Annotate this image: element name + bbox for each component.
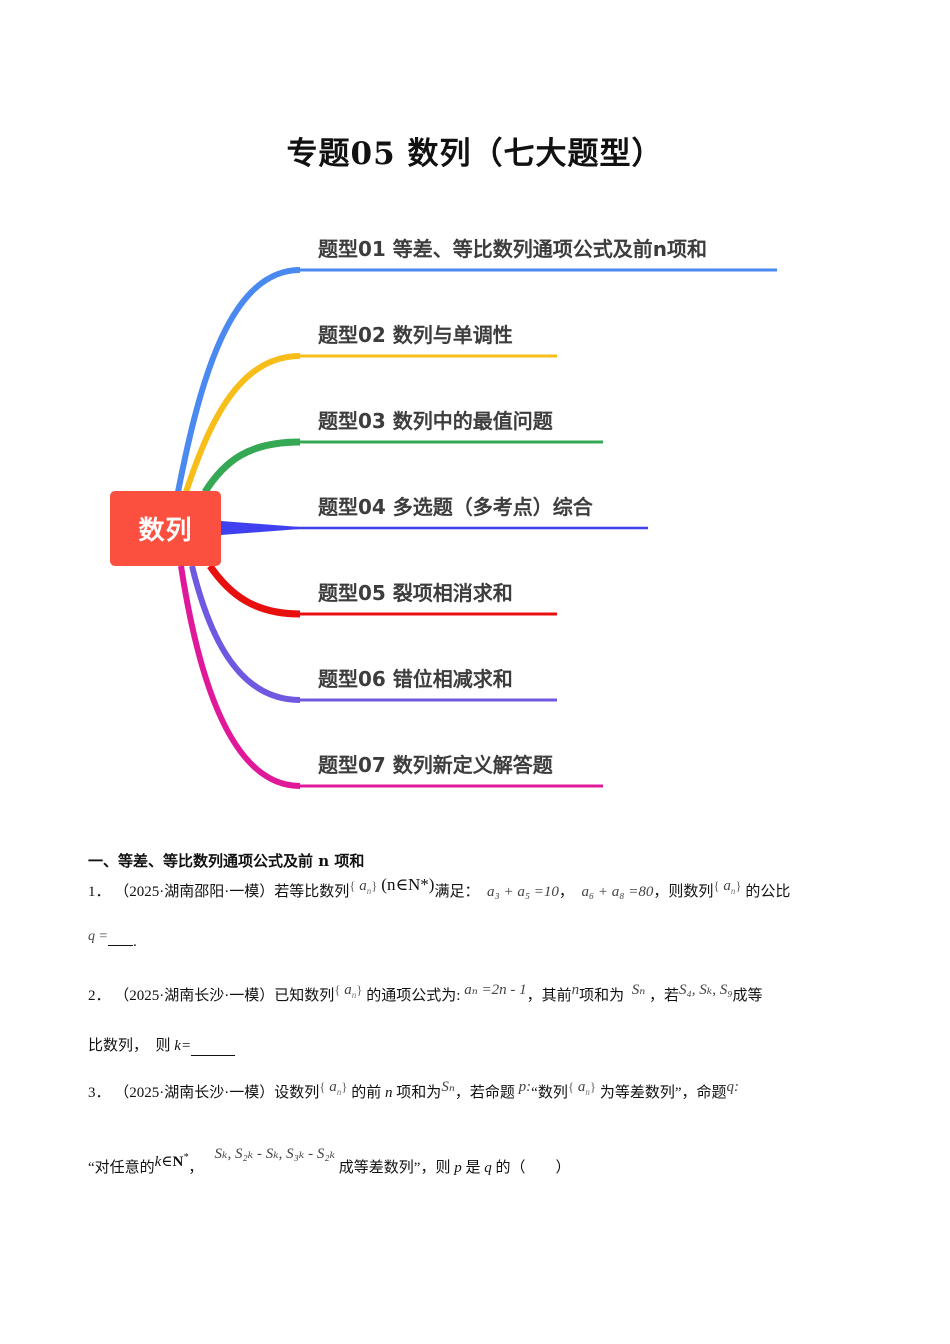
branch-label-07[interactable]: 题型07 数列新定义解答题: [318, 753, 553, 777]
question-source: （2025·湖南长沙·一模）: [114, 1085, 275, 1101]
equation-2: a₆ + a₈ =80: [581, 884, 654, 900]
question-text: 则: [155, 1038, 171, 1054]
question-number: 2．: [88, 988, 111, 1004]
general-term-formula: aₙ =2n - 1: [464, 982, 527, 998]
question-text: ，其前: [526, 988, 572, 1004]
question-text: “数列: [531, 1085, 568, 1101]
k-in-N: k∈N*: [154, 1152, 189, 1170]
branch-label-04[interactable]: 题型04 多选题（多考点）综合: [318, 495, 593, 519]
proposition-q-label: q:: [726, 1079, 740, 1095]
branch-label-01[interactable]: 题型01 等差、等比数列通项公式及前n项和: [318, 237, 708, 261]
question-text: 设数列: [274, 1085, 320, 1101]
branch-line-04: [221, 521, 300, 535]
question-2: 2． （2025·湖南长沙·一模）已知数列{ an} 的通项公式为: aₙ =2…: [88, 982, 763, 1006]
question-3: 3． （2025·湖南长沙·一模）设数列{ an} 的前 n 项和为Sₙ，若命题…: [88, 1079, 740, 1103]
question-text: 成等差数列”，则: [338, 1160, 451, 1176]
math-q: q: [484, 1160, 492, 1176]
question-text: ，若命题: [454, 1085, 515, 1101]
math-Sn: Sₙ: [441, 1079, 455, 1095]
math-Sn: Sₙ: [631, 982, 646, 998]
math-p: p: [454, 1160, 462, 1176]
question-text: 的公比: [745, 884, 791, 900]
branch-line-03: [203, 440, 603, 493]
question-text: ，若: [649, 988, 680, 1004]
question-text: 的通项公式为:: [366, 988, 461, 1004]
question-text: ，: [188, 1160, 204, 1176]
question-text: 项和为: [579, 988, 625, 1004]
math-n: n: [571, 982, 580, 998]
sequence-symbol: { an}: [349, 878, 378, 896]
math-n: n: [385, 1085, 393, 1101]
proposition-p-label: p:: [518, 1079, 532, 1095]
answer-blank[interactable]: [191, 1038, 236, 1056]
question-2-cont: 比数列， 则 k=: [88, 1034, 236, 1056]
question-1: 1． （2025·湖南邵阳·一模）若等比数列{ an} (n∈N*)满足： a₃…: [88, 875, 791, 902]
mind-map: 数列 题型01 等差、等比数列通项公式及前n项和 题型02 数列与单调性 题型0…: [110, 237, 777, 789]
center-node[interactable]: 数列: [110, 491, 221, 566]
condition-n-in-N: (n∈N*): [381, 875, 435, 894]
math-sums: S₄, Sₖ, S₉: [679, 982, 733, 998]
question-text: 满足：: [434, 884, 480, 900]
question-text: ，: [558, 884, 574, 900]
question-text: 的（ ）: [495, 1160, 571, 1176]
math-sums: Sₖ, S₂ₖ - Sₖ, S₃ₖ - S₂ₖ: [214, 1146, 336, 1162]
section-heading: 一、等差、等比数列通项公式及前 n 项和: [88, 852, 365, 870]
sequence-symbol: { an}: [567, 1079, 597, 1097]
question-text: 项和为: [396, 1085, 442, 1101]
math-k: k=: [174, 1038, 192, 1054]
question-source: （2025·湖南邵阳·一模）: [114, 884, 275, 900]
sequence-symbol: { an}: [334, 982, 363, 1000]
question-text: ，则数列: [653, 884, 714, 900]
sequence-symbol: { an}: [713, 878, 742, 896]
question-3-cont: “对任意的k∈N*， Sₖ, S₂ₖ - Sₖ, S₃ₖ - S₂ₖ 成等差数列…: [88, 1146, 571, 1177]
center-node-label: 数列: [138, 516, 193, 546]
branch-label-02[interactable]: 题型02 数列与单调性: [318, 323, 513, 347]
mind-map-branches: [175, 267, 777, 789]
branch-label-05[interactable]: 题型05 裂项相消求和: [318, 581, 513, 605]
question-text: 若等比数列: [274, 884, 350, 900]
question-number: 3．: [88, 1085, 111, 1101]
answer-blank[interactable]: [107, 945, 133, 946]
branch-label-03[interactable]: 题型03 数列中的最值问题: [318, 409, 553, 433]
question-text: 为等差数列”，命题: [599, 1085, 727, 1101]
question-text: 是: [465, 1160, 481, 1176]
question-1-answer: q =.: [88, 928, 137, 950]
question-text: 成等: [732, 988, 763, 1004]
answer-label: q =: [88, 929, 108, 944]
branch-line-01: [176, 268, 777, 493]
question-text: .: [132, 934, 137, 950]
question-text: “对任意的: [88, 1160, 155, 1176]
equation-1: a₃ + a₅ =10: [486, 884, 559, 900]
question-text: 已知数列: [274, 988, 335, 1004]
question-text: 的前: [351, 1085, 382, 1101]
question-number: 1．: [88, 884, 111, 900]
question-text: 比数列，: [88, 1038, 149, 1054]
page-title: 专题05 数列（七大题型）: [286, 136, 664, 172]
sequence-symbol: { an}: [319, 1079, 348, 1097]
question-source: （2025·湖南长沙·一模）: [114, 988, 275, 1004]
branch-label-06[interactable]: 题型06 错位相减求和: [318, 667, 513, 691]
